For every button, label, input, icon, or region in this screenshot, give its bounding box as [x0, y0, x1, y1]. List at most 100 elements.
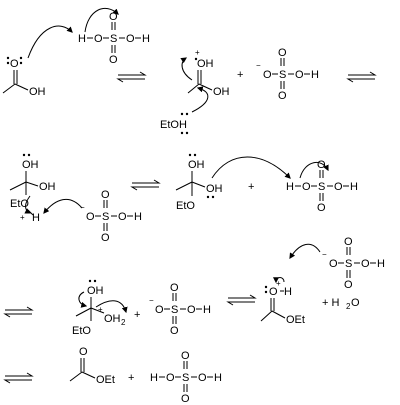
svg-text:O: O: [118, 211, 127, 223]
curved-arrow-bisulfate-to-proton: [289, 243, 321, 260]
svg-text:OH: OH: [39, 181, 56, 193]
curved-arrow-pi-bond-shift: [180, 57, 193, 81]
curved-arrow-oh-bond-to-oxygen-2: [299, 162, 329, 179]
svg-text:OH: OH: [22, 159, 39, 171]
svg-text:S: S: [110, 33, 117, 45]
equilibrium-arrow-5: [226, 294, 257, 306]
svg-text:O: O: [86, 211, 95, 223]
svg-text:H: H: [214, 372, 222, 384]
svg-text:H: H: [286, 181, 294, 193]
svg-text:H: H: [150, 372, 158, 384]
svg-text:−: −: [322, 250, 327, 259]
svg-text:EtO: EtO: [72, 325, 91, 337]
svg-text:OH: OH: [197, 58, 214, 70]
svg-text:O: O: [344, 279, 353, 291]
svg-text:OH: OH: [188, 159, 205, 171]
svg-text:OEt: OEt: [96, 374, 115, 386]
bisulfate-1: − O S O O O H: [256, 47, 319, 102]
svg-text:H: H: [142, 33, 150, 45]
equilibrium-arrow-1: [116, 71, 147, 83]
sulfuric-acid-2: H O S O O O H: [286, 159, 358, 214]
svg-text:H: H: [350, 181, 358, 193]
bisulfate-4: − O S O O O H: [149, 282, 211, 337]
equilibrium-arrow-4: [3, 306, 34, 318]
curved-arrow-water-departure: [95, 300, 128, 314]
svg-text:O: O: [181, 350, 190, 362]
svg-text:−: −: [149, 296, 154, 305]
curved-arrow-ethanol-attack: [191, 86, 209, 113]
svg-text:OH: OH: [213, 86, 230, 98]
svg-text:O: O: [101, 232, 110, 244]
svg-text:S: S: [279, 69, 286, 81]
svg-text:O: O: [94, 33, 103, 45]
svg-text:O: O: [278, 47, 287, 59]
svg-text:2: 2: [121, 318, 126, 327]
curved-arrow-oh-bond-electrons: [273, 277, 285, 284]
sulfuric-acid-regenerated: H O S O O O H: [150, 350, 222, 405]
acetic-acid: O OH: [2, 56, 46, 98]
svg-text:2: 2: [346, 302, 351, 311]
svg-text:H: H: [32, 212, 40, 224]
protonated-ester: O + H OEt: [260, 279, 305, 326]
svg-text:O: O: [351, 297, 360, 309]
tetrahedral-oxonium-intermediate: OH OH EtO H +: [9, 153, 56, 224]
svg-text:O: O: [329, 258, 338, 270]
protonated-acetic-acid: + OH OH: [187, 48, 230, 98]
svg-text:OH: OH: [104, 313, 121, 325]
curved-arrow-carbonyl-to-proton: [27, 25, 73, 59]
svg-text:H: H: [78, 33, 86, 45]
svg-text:O: O: [344, 236, 353, 248]
svg-text:O: O: [126, 33, 135, 45]
svg-text:S: S: [102, 211, 109, 223]
svg-text:O: O: [269, 286, 278, 298]
svg-text:−: −: [80, 203, 85, 212]
neutral-tetrahedral-intermediate: OH OH EtO: [175, 153, 223, 212]
sulfuric-acid-1: H O S O O O H: [78, 11, 150, 66]
equilibrium-arrow-6: [3, 372, 34, 384]
svg-text:O: O: [101, 189, 110, 201]
svg-text:H: H: [203, 304, 211, 316]
svg-text:O: O: [109, 11, 118, 23]
svg-text:O: O: [181, 393, 190, 405]
svg-text:O: O: [79, 346, 88, 358]
svg-text:+: +: [276, 279, 281, 288]
svg-text:O: O: [166, 372, 175, 384]
svg-text:H: H: [284, 286, 292, 298]
svg-text:O: O: [109, 54, 118, 66]
svg-text:EtO: EtO: [10, 198, 29, 210]
svg-text:H: H: [377, 258, 385, 270]
svg-text:S: S: [182, 372, 189, 384]
svg-text:O: O: [334, 181, 343, 193]
svg-text:+: +: [134, 309, 140, 321]
svg-text:+: +: [98, 305, 103, 314]
svg-text:O: O: [187, 304, 196, 316]
svg-text:+: +: [237, 69, 243, 81]
svg-text:O: O: [155, 304, 164, 316]
svg-text:+: +: [248, 181, 254, 193]
svg-text:O: O: [278, 90, 287, 102]
svg-text:H: H: [311, 69, 319, 81]
svg-text:O: O: [302, 181, 311, 193]
svg-text:O: O: [361, 258, 370, 270]
svg-text:S: S: [318, 181, 325, 193]
svg-text:S: S: [171, 304, 178, 316]
curved-arrow-lone-pair-to-bond: [78, 291, 88, 308]
svg-text:S: S: [345, 258, 352, 270]
curved-arrow-bond-to-oxygen: [24, 195, 32, 214]
curved-arrow-oh-bond-to-oxygen: [84, 8, 119, 33]
svg-text:OH: OH: [206, 183, 223, 195]
curved-arrow-bisulfate-deprotonation: [43, 198, 83, 214]
svg-text:+: +: [195, 48, 200, 57]
equilibrium-arrow-3: [130, 179, 161, 191]
ethyl-acetate: O OEt: [69, 346, 115, 386]
svg-text:OH: OH: [87, 285, 104, 297]
equilibrium-arrow-2: [346, 71, 377, 83]
curved-arrow-oh-attacks-proton: [211, 156, 291, 179]
svg-text:O: O: [198, 372, 207, 384]
ethanol-nucleophile: EtOH: [160, 112, 189, 135]
svg-text:+: +: [128, 372, 134, 384]
bisulfate-2: − O S O O O H: [80, 189, 142, 244]
carbonyl-oxygen-label: O: [10, 58, 19, 70]
svg-text:OEt: OEt: [286, 314, 305, 326]
